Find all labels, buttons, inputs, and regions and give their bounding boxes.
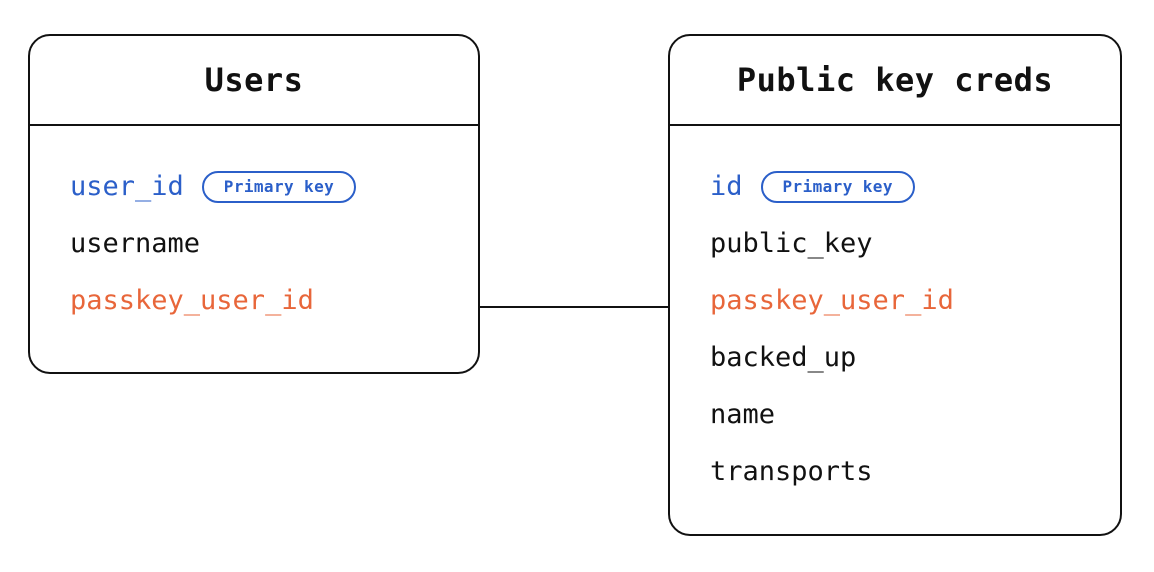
entity-public-key-creds-header: Public key creds xyxy=(670,36,1120,126)
primary-key-badge: Primary key xyxy=(760,170,915,203)
attribute-row-passkey-user-id[interactable]: passkey_user_id xyxy=(30,272,478,329)
attribute-row-passkey-user-id[interactable]: passkey_user_id xyxy=(670,272,1120,329)
entity-public-key-creds[interactable]: Public key creds id Primary key public_k… xyxy=(668,34,1122,536)
attribute-row-user-id[interactable]: user_id Primary key xyxy=(30,158,478,215)
entity-public-key-creds-title: Public key creds xyxy=(736,61,1054,99)
attribute-name-transports: transports xyxy=(710,456,873,487)
attribute-name-id: id xyxy=(710,171,743,202)
attribute-row-name[interactable]: name xyxy=(670,386,1120,443)
attribute-name-passkey-user-id: passkey_user_id xyxy=(710,285,954,316)
entity-users[interactable]: Users user_id Primary key username passk… xyxy=(28,34,480,374)
attribute-row-backed-up[interactable]: backed_up xyxy=(670,329,1120,386)
entity-public-key-creds-attribute-list: id Primary key public_key passkey_user_i… xyxy=(670,128,1120,534)
attribute-name-username: username xyxy=(70,228,201,259)
relationship-connector-line xyxy=(478,306,670,308)
attribute-row-public-key[interactable]: public_key xyxy=(670,215,1120,272)
attribute-row-id[interactable]: id Primary key xyxy=(670,158,1120,215)
attribute-row-username[interactable]: username xyxy=(30,215,478,272)
attribute-name-passkey-user-id: passkey_user_id xyxy=(70,285,314,316)
attribute-row-transports[interactable]: transports xyxy=(670,443,1120,500)
entity-users-attribute-list: user_id Primary key username passkey_use… xyxy=(30,128,478,372)
attribute-name-name: name xyxy=(710,399,776,430)
attribute-name-backed-up: backed_up xyxy=(710,342,857,373)
attribute-name-user-id: user_id xyxy=(70,171,184,202)
primary-key-badge: Primary key xyxy=(201,170,357,203)
entity-users-title: Users xyxy=(204,61,304,99)
attribute-name-public-key: public_key xyxy=(710,228,873,259)
entity-users-header: Users xyxy=(30,36,478,126)
